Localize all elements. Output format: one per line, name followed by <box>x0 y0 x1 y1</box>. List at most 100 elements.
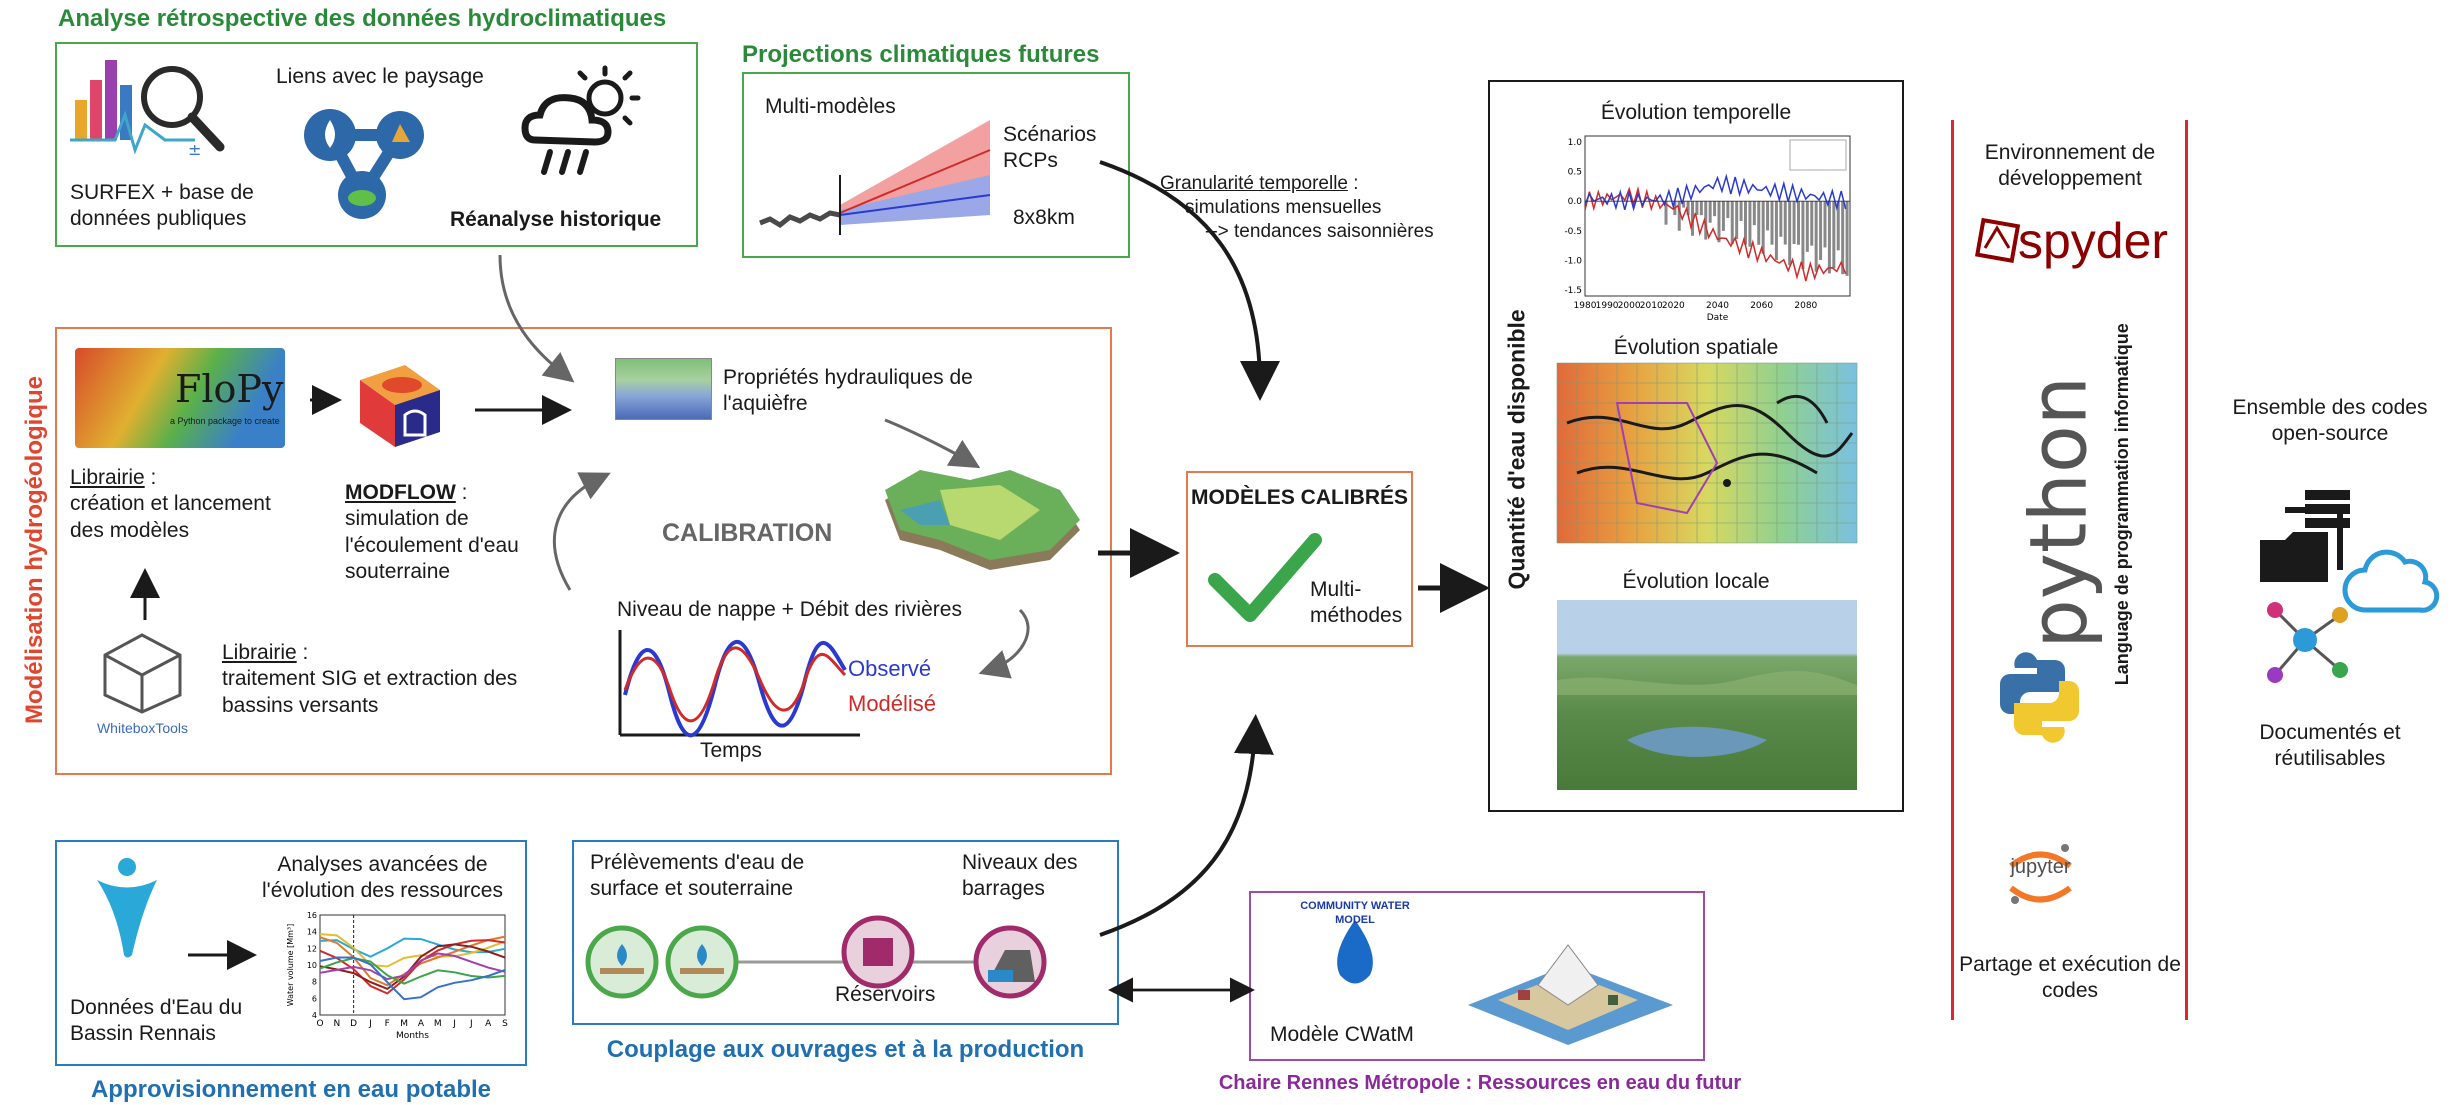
librairie2-text: Librairie : traitement SIG et extraction… <box>222 641 518 717</box>
analyses-text: Analyses avancées de l'évolution des res… <box>262 853 503 903</box>
terrain-3d-image <box>880 470 1085 580</box>
temporal-bar <box>1739 201 1743 221</box>
modflow-cube-icon <box>350 355 445 450</box>
aquifer-section-image <box>615 358 712 420</box>
locale-title: Évolution locale <box>1622 570 1770 593</box>
langage-text: Language de programmation informatique <box>2111 323 2132 686</box>
temporal-bar <box>1677 201 1681 231</box>
calibres-box <box>1186 471 1413 647</box>
cwatm-diagram-image <box>1458 935 1683 1050</box>
temporal-bar <box>1845 201 1849 276</box>
temporal-bar <box>1805 201 1809 252</box>
temporal-bar <box>1841 201 1845 275</box>
svg-text:±: ± <box>188 140 201 159</box>
temporal-bar <box>1827 201 1831 274</box>
flopy-logo: FloPy a Python package to create <box>75 348 285 448</box>
potable-series-line <box>319 943 506 991</box>
temporal-bar <box>1766 201 1770 231</box>
temporal-bar <box>1730 201 1734 244</box>
reanalyse-text: Réanalyse historique <box>450 208 662 231</box>
librairie1-body: création et lancement des modèles <box>70 492 271 542</box>
temporal-bar <box>1832 201 1836 269</box>
granularite-label: Granularité temporelle : <box>1160 173 1359 194</box>
spyder-logo-icon <box>1975 217 2021 264</box>
couplage-icons <box>580 910 1110 1020</box>
retro-title: Analyse rétrospective des données hydroc… <box>58 5 667 32</box>
quantite-box <box>1488 80 1904 812</box>
temporal-bar <box>1810 201 1814 246</box>
temporal-x-tick: 2000 <box>1618 301 1641 311</box>
temporal-bar <box>1823 201 1827 248</box>
temporal-bar <box>1748 201 1752 247</box>
temporal-y-tick: -1.0 <box>1564 256 1582 266</box>
granularite-line1: simulations mensuelles <box>1185 197 1382 218</box>
potable-x-tick: J <box>368 1019 372 1029</box>
spatiale-title: Évolution spatiale <box>1613 336 1779 359</box>
potable-x-tick: F <box>385 1019 390 1029</box>
niveau-text: Niveau de nappe + Débit des rivières <box>617 598 962 621</box>
landscape-photo <box>1557 600 1857 790</box>
temporal-bar <box>1779 201 1783 237</box>
potable-x-label: Months <box>396 1031 429 1041</box>
potable-series-line <box>319 952 506 981</box>
scenarios-text: Scénarios RCPs <box>1003 123 1097 173</box>
projection-fan-chart <box>755 115 995 235</box>
hydro-side-title: Modélisation hydrogéologique <box>21 376 48 724</box>
modelise-label: Modélisé <box>848 691 937 716</box>
potable-y-tick: 8 <box>312 978 317 987</box>
ensemble-text: Ensemble des codes open-source <box>2232 396 2428 446</box>
temporal-bar <box>1735 201 1739 240</box>
temporal-y-tick: 0.5 <box>1568 168 1582 178</box>
granularite-line2: --> tendances saisonnières <box>1205 221 1434 242</box>
tools-rule-right <box>2185 120 2188 1020</box>
temporal-y-tick: -0.5 <box>1564 227 1582 237</box>
paysage-text: Liens avec le paysage <box>276 65 484 88</box>
granularite-label-text: Granularité temporelle <box>1160 173 1348 194</box>
potable-y-tick: 10 <box>307 961 317 970</box>
temporal-bar <box>1783 201 1787 245</box>
potable-x-tick: D <box>350 1019 357 1029</box>
librairie2-label: Librairie <box>222 641 297 664</box>
potable-x-tick: J <box>452 1019 456 1029</box>
temporal-bar <box>1726 201 1730 219</box>
reservoirs-text: Réservoirs <box>835 983 936 1006</box>
potable-box <box>55 840 527 1066</box>
temporal-bar <box>1774 201 1778 260</box>
partage-text: Partage et exécution de codes <box>1959 953 2181 1003</box>
calibres-title: MODÈLES CALIBRÉS <box>1190 486 1408 509</box>
modflow-text: MODFLOW : simulation de l'écoulement d'e… <box>345 481 519 583</box>
temporal-bar <box>1819 201 1823 260</box>
chaire-box <box>1249 891 1705 1061</box>
temporal-bar <box>1744 201 1747 245</box>
checkmark-icon <box>1208 533 1322 622</box>
temporal-series-line <box>1584 186 1847 282</box>
calibres-multi: Multi-méthodes <box>1310 578 1403 628</box>
eau-bassin-rennais-logo <box>92 855 162 965</box>
potable-y-tick: 14 <box>307 928 317 937</box>
temporal-x-tick: 2010 <box>1640 301 1663 311</box>
temporal-y-tick: -1.5 <box>1564 286 1582 296</box>
temporal-x-tick: 2020 <box>1662 301 1685 311</box>
potable-x-tick: N <box>333 1019 340 1029</box>
potable-title: Approvisionnement en eau potable <box>90 1076 492 1103</box>
temporal-x-tick: 2060 <box>1750 301 1773 311</box>
potable-series-line <box>319 933 506 968</box>
multimodeles-text: Multi-modèles <box>765 95 896 118</box>
jupyter-text: jupyter <box>2010 856 2071 878</box>
temporal-bar <box>1770 201 1774 245</box>
temporal-bar <box>1752 201 1756 226</box>
modflow-label: MODFLOW <box>345 481 456 504</box>
temporal-bar <box>1801 201 1805 269</box>
temporal-bar <box>1792 201 1796 244</box>
donnees-text: Données d'Eau du Bassin Rennais <box>70 996 243 1046</box>
open-source-icons <box>2255 480 2445 690</box>
temporelle-title: Évolution temporelle <box>1600 101 1792 124</box>
temporal-bar <box>1708 201 1712 223</box>
python-text: python <box>2014 375 2105 649</box>
potable-series-line <box>319 956 506 1001</box>
tools-rule-left <box>1951 120 1954 1020</box>
surfex-text: SURFEX + base de données publiques <box>70 181 254 231</box>
temporal-bar <box>1704 201 1708 240</box>
